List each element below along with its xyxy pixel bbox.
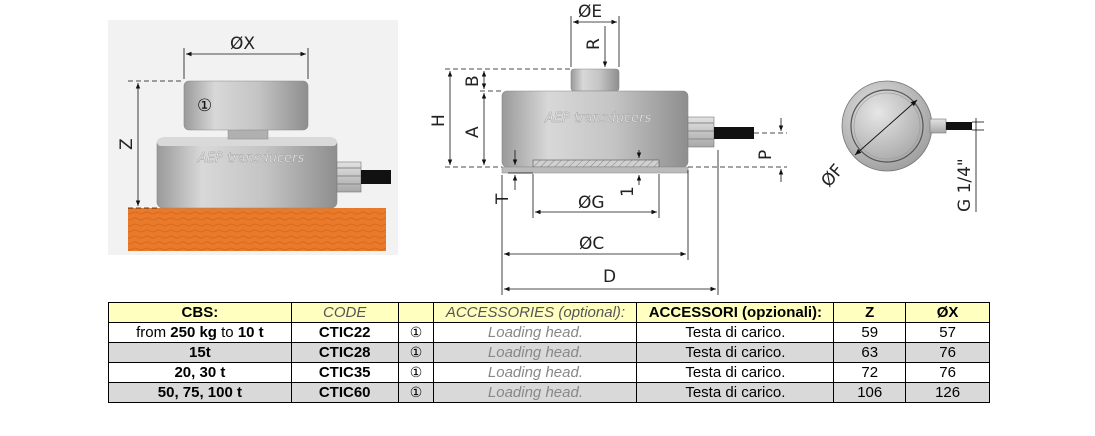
loading-head-left (183, 80, 309, 131)
z-cell: 59 (833, 322, 907, 343)
brand-left: AEP transducers (197, 151, 304, 166)
table-row: 50, 75, 100 t CTIC60 ① Loading head. Tes… (108, 382, 990, 403)
part-marker-left: ① (197, 96, 212, 116)
table-header-row: CBS: CODE ACCESSORIES (optional): ACCESS… (108, 302, 990, 323)
x-cell: 126 (905, 382, 990, 403)
cbs-max: 10 t (237, 324, 264, 341)
dim-t (508, 150, 533, 190)
spec-table: CBS: CODE ACCESSORIES (optional): ACCESS… (108, 302, 990, 403)
dim-h-label: H (429, 114, 449, 127)
dim-z-left (128, 80, 184, 209)
table-row: 15t CTIC28 ① Loading head. Testa di cari… (108, 342, 990, 363)
dim-f-label: ØF (818, 161, 848, 192)
x-cell: 57 (905, 322, 990, 343)
dim-z-label: Z (117, 138, 137, 150)
neck-left (227, 128, 269, 140)
dim-thread (972, 118, 984, 212)
dim-e (570, 16, 620, 67)
accessory-en-cell: Loading head. (433, 322, 638, 343)
symbol-cell: ① (397, 362, 435, 383)
dim-h-b-a (445, 68, 571, 168)
accessory-en-cell: Loading head. (433, 362, 638, 383)
dim-d-label: D (603, 267, 616, 287)
dim-p (688, 118, 787, 182)
dim-g (532, 150, 660, 218)
dim-a-label: A (463, 126, 483, 138)
accessory-it-cell: Testa di carico. (636, 322, 835, 343)
header-accessories-it: ACCESSORI (opzionali): (636, 302, 835, 323)
cbs-cell: 20, 30 t (108, 362, 292, 383)
cbs-cell: 15t (108, 342, 292, 363)
header-code: CODE (290, 302, 399, 323)
dim-x-label: ØX (230, 34, 255, 54)
z-cell: 72 (833, 362, 907, 383)
code-cell: CTIC60 (290, 382, 399, 403)
symbol-cell: ① (397, 382, 435, 403)
cbs-cell: 50, 75, 100 t (108, 382, 292, 403)
z-cell: 106 (833, 382, 907, 403)
symbol-cell: ① (397, 322, 435, 343)
dim-c (501, 170, 689, 295)
header-cbs: CBS: (108, 302, 292, 323)
header-symbol (397, 302, 435, 323)
accessory-it-cell: Testa di carico. (636, 362, 835, 383)
x-cell: 76 (905, 362, 990, 383)
dim-t-label: T (493, 193, 513, 205)
load-cell-body-left (156, 137, 391, 209)
dim-g-label: ØG (578, 193, 605, 213)
cbs-value: 20, 30 t (174, 364, 226, 381)
header-accessories-en: ACCESSORIES (optional): (433, 302, 638, 323)
accessory-en-cell: Loading head. (433, 382, 638, 403)
load-cell-side-view (501, 68, 754, 174)
cbs-value: 15t (189, 344, 211, 361)
technical-drawings: AEP transducers ① ØX Z AEP transducers (108, 2, 984, 295)
dim-d (504, 150, 719, 295)
dim-x-left (183, 48, 309, 79)
cbs-mid: to (216, 324, 238, 341)
header-z: Z (833, 302, 907, 323)
cbs-min: 250 kg (170, 324, 217, 341)
header-x: ØX (905, 302, 990, 323)
base-block (128, 208, 386, 251)
dim-e-label: ØE (578, 2, 602, 22)
load-cell-top-view (841, 80, 972, 172)
accessory-it-cell: Testa di carico. (636, 342, 835, 363)
code-cell: CTIC22 (290, 322, 399, 343)
dim-b-label: B (463, 75, 483, 87)
table-row: 20, 30 t CTIC35 ① Loading head. Testa di… (108, 362, 990, 383)
cbs-value: 50, 75, 100 t (157, 384, 242, 401)
cbs-cell: from 250 kg to 10 t (108, 322, 292, 343)
dim-p-label: P (756, 150, 776, 160)
cbs-prefix: from (136, 324, 171, 341)
accessory-it-cell: Testa di carico. (636, 382, 835, 403)
table-row: from 250 kg to 10 t CTIC22 ① Loading hea… (108, 322, 990, 343)
brand-right: AEP transducers (544, 111, 651, 126)
dim-thread-label: G 1/4" (955, 158, 975, 212)
dim-c-label: ØC (579, 234, 604, 254)
dim-r-label: R (584, 38, 604, 50)
x-cell: 76 (905, 342, 990, 363)
code-cell: CTIC35 (290, 362, 399, 383)
symbol-cell: ① (397, 342, 435, 363)
accessory-en-cell: Loading head. (433, 342, 638, 363)
code-cell: CTIC28 (290, 342, 399, 363)
z-cell: 63 (833, 342, 907, 363)
dim-1-label: 1 (618, 186, 638, 197)
